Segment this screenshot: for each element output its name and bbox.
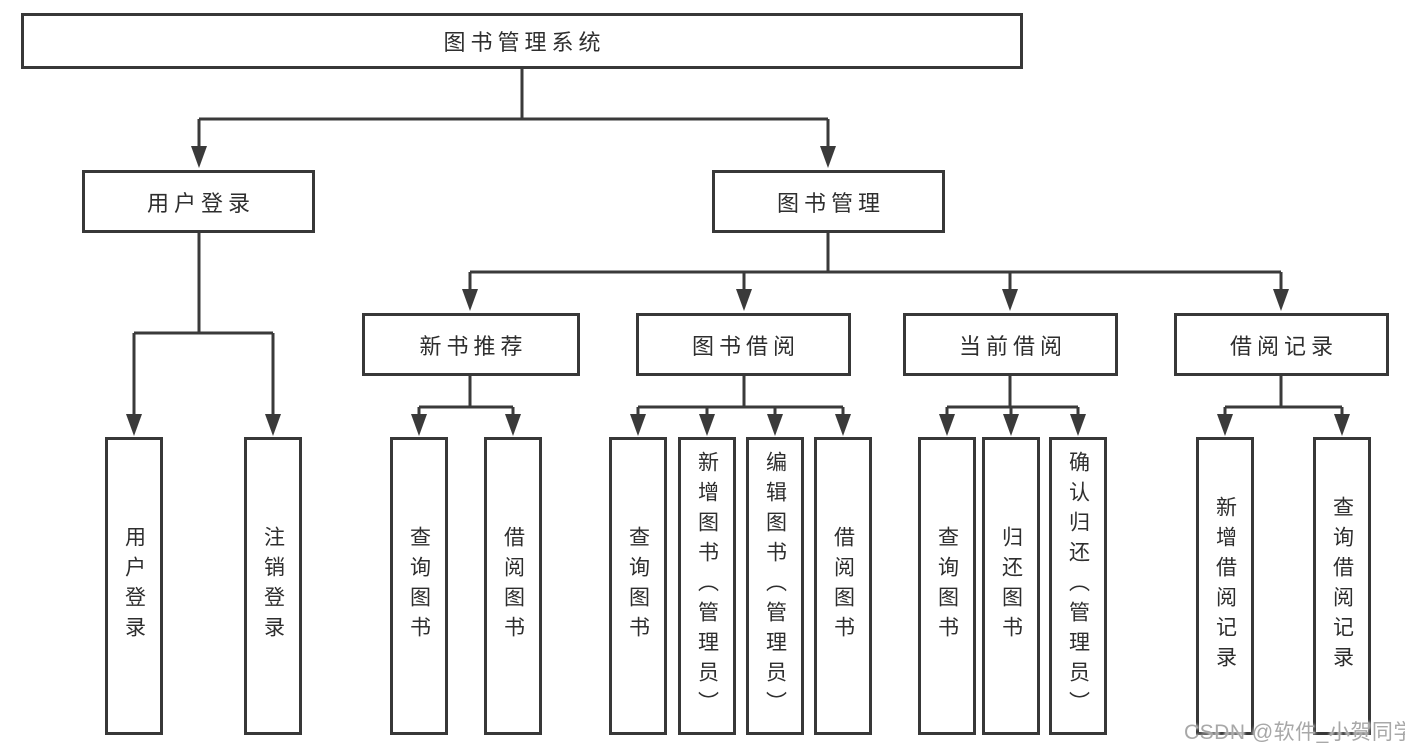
node-user-login-label: 用户登录 (146, 190, 255, 216)
leaf-borrow-add-books-admin-label: 新增图书（管理员） (695, 451, 719, 721)
leaf-recommend-borrow-books: 借阅图书 (484, 437, 542, 735)
node-book-management-label: 图书管理 (776, 190, 885, 216)
leaf-current-query-books-label: 查询图书 (935, 526, 959, 646)
leaf-current-return-books: 归还图书 (982, 437, 1040, 735)
leaf-borrow-edit-books-admin-label: 编辑图书（管理员） (763, 451, 787, 721)
leaf-borrow-query-books: 查询图书 (609, 437, 667, 735)
leaf-recommend-query-books: 查询图书 (390, 437, 448, 735)
node-user-login: 用户登录 (82, 170, 315, 233)
leaf-records-query-record: 查询借阅记录 (1313, 437, 1371, 735)
leaf-current-confirm-return-admin-label: 确认归还（管理员） (1066, 451, 1090, 721)
leaf-recommend-query-books-label: 查询图书 (407, 526, 431, 646)
node-current-borrow-label: 当前借阅 (958, 333, 1067, 359)
node-new-book-recommend-label: 新书推荐 (419, 333, 528, 359)
leaf-borrow-edit-books-admin: 编辑图书（管理员） (746, 437, 804, 735)
node-book-management: 图书管理 (712, 170, 945, 233)
node-root-label: 图书管理系统 (443, 30, 606, 55)
leaf-user-login: 用户登录 (105, 437, 163, 735)
leaf-records-add-record: 新增借阅记录 (1196, 437, 1254, 735)
leaf-borrow-borrow-books-label: 借阅图书 (831, 526, 855, 646)
leaf-borrow-add-books-admin: 新增图书（管理员） (678, 437, 736, 735)
leaf-logout: 注销登录 (244, 437, 302, 735)
leaf-borrow-query-books-label: 查询图书 (626, 526, 650, 646)
leaf-records-add-record-label: 新增借阅记录 (1213, 496, 1237, 676)
leaf-logout-label: 注销登录 (261, 526, 285, 646)
leaf-borrow-borrow-books: 借阅图书 (814, 437, 872, 735)
leaf-current-query-books: 查询图书 (918, 437, 976, 735)
node-borrow-records: 借阅记录 (1174, 313, 1389, 376)
leaf-recommend-borrow-books-label: 借阅图书 (501, 526, 525, 646)
node-book-borrow-label: 图书借阅 (691, 333, 800, 359)
leaf-user-login-label: 用户登录 (122, 526, 146, 646)
node-current-borrow: 当前借阅 (903, 313, 1118, 376)
node-book-borrow: 图书借阅 (636, 313, 851, 376)
leaf-records-query-record-label: 查询借阅记录 (1330, 496, 1354, 676)
leaf-current-confirm-return-admin: 确认归还（管理员） (1049, 437, 1107, 735)
node-new-book-recommend: 新书推荐 (362, 313, 580, 376)
leaf-current-return-books-label: 归还图书 (999, 526, 1023, 646)
csdn-watermark: CSDN @软件_小贺同学 (1184, 721, 1405, 744)
node-root: 图书管理系统 (21, 13, 1023, 69)
node-borrow-records-label: 借阅记录 (1229, 333, 1338, 359)
